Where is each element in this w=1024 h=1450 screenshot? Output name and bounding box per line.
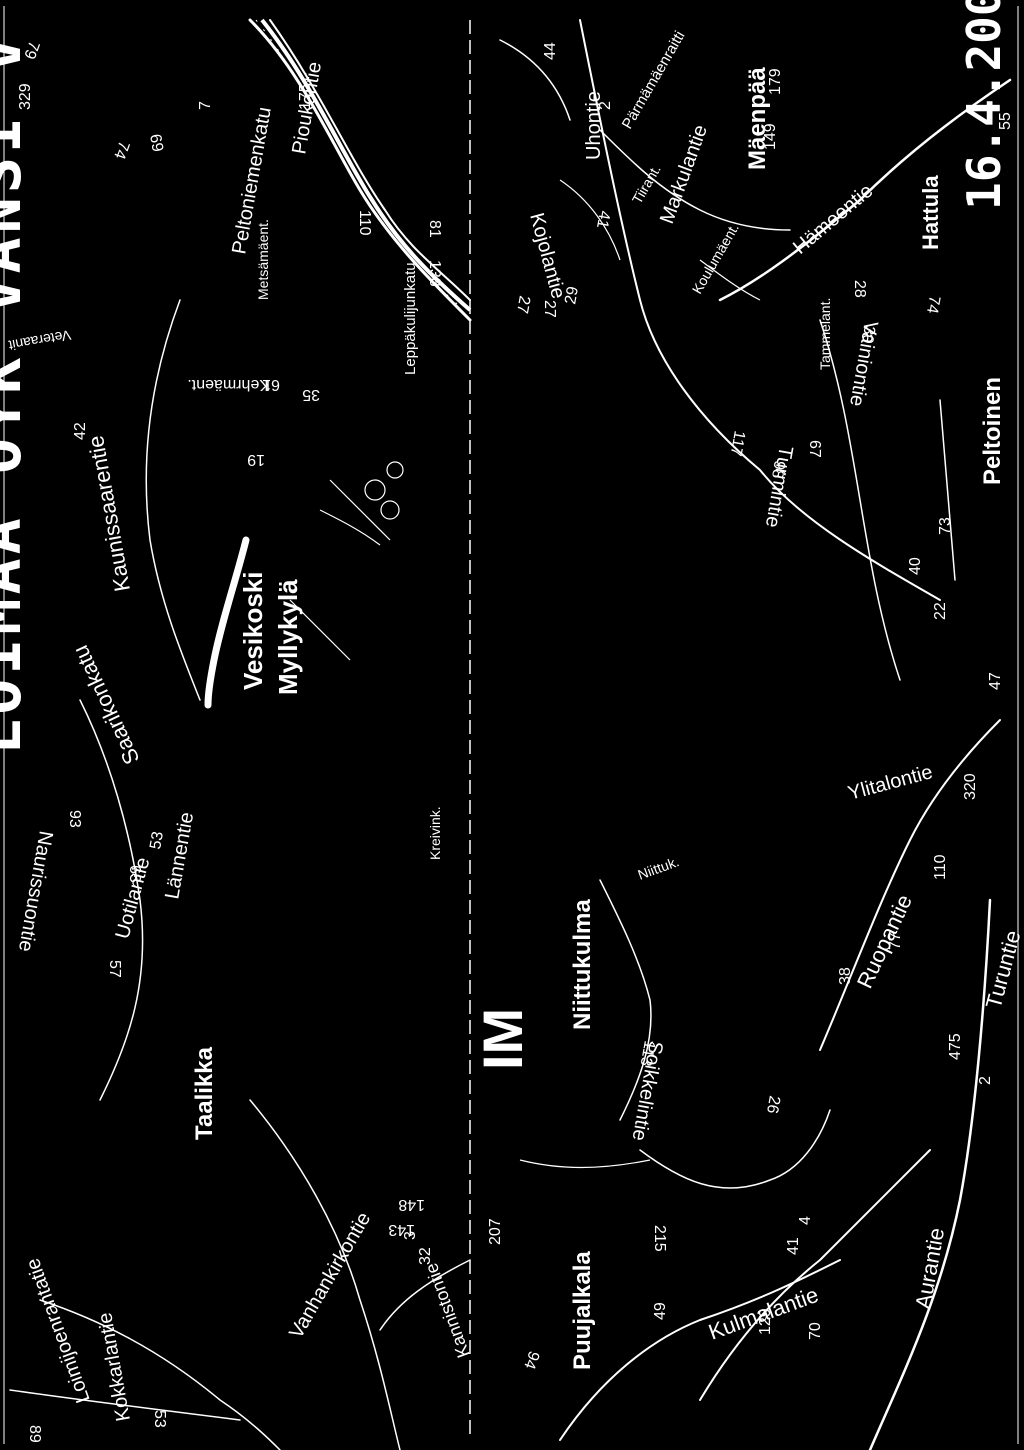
number-label: 42 xyxy=(72,422,89,440)
number-label: 35 xyxy=(302,386,320,403)
road-kreivinkatu: Kreivink. xyxy=(427,806,443,860)
number-label: 149 xyxy=(762,123,779,150)
number-label: 2 xyxy=(597,101,614,110)
number-label: 57 xyxy=(106,960,123,978)
number-label: 207 xyxy=(487,1218,504,1245)
number-label: 32 xyxy=(417,1247,434,1265)
number-label: 77 xyxy=(887,932,904,950)
area-vesikoski: Vesikoski xyxy=(238,571,268,690)
number-label: 67 xyxy=(806,440,823,458)
number-label: 329 xyxy=(17,83,34,110)
area-labels: Vesikoski Myllykylä Taalikka Niittukulma… xyxy=(191,67,1006,1370)
road-uhontie: Uhontie xyxy=(583,91,605,160)
number-label: 4 xyxy=(797,1216,814,1225)
handwritten-title: LOIMAA OYK VÄNSI V'3 xyxy=(0,0,35,755)
number-label: 175 xyxy=(297,83,314,110)
number-label: 148 xyxy=(398,1196,425,1213)
number-label: 27 xyxy=(513,294,533,315)
number-label: 29 xyxy=(562,285,582,306)
handwritten-date: 16.4.2006 xyxy=(957,0,1011,210)
map-frame xyxy=(3,6,1019,1444)
number-label: 61 xyxy=(262,376,280,393)
number-label: 69 xyxy=(146,133,166,154)
local-streets xyxy=(289,179,761,1169)
number-label: 55 xyxy=(997,112,1014,130)
area-puujalkala: Puujalkala xyxy=(569,1251,596,1370)
number-label: 138 xyxy=(426,260,443,287)
number-label: 38 xyxy=(837,967,854,985)
number-label: 2 xyxy=(977,1076,994,1085)
number-label: 98 xyxy=(768,459,788,480)
area-hattula: Hattula xyxy=(918,175,943,250)
number-label: 93 xyxy=(66,810,83,828)
road-leppakulijunkatu: Leppäkulijunkatu xyxy=(402,262,419,375)
number-label: 70 xyxy=(807,1322,824,1340)
number-label: 53 xyxy=(151,1410,168,1428)
railway-line xyxy=(260,18,472,312)
number-label: 74 xyxy=(923,294,943,315)
number-label: 41 xyxy=(785,1237,802,1255)
number-label: 113 xyxy=(637,1039,658,1067)
number-label: 179 xyxy=(767,68,784,95)
road-metsamaentie: Metsämäent. xyxy=(255,219,271,300)
area-niittukulma: Niittukulma xyxy=(569,899,596,1030)
number-label: 110 xyxy=(932,854,949,880)
number-label: 3 xyxy=(402,1231,419,1240)
number-label: 215 xyxy=(651,1225,668,1252)
number-label: 320 xyxy=(962,773,979,800)
number-label: 73 xyxy=(937,517,954,535)
number-label: 7 xyxy=(197,101,214,110)
number-label: 129 xyxy=(757,1308,774,1335)
number-label: 27 xyxy=(541,300,558,318)
number-label: 475 xyxy=(947,1033,964,1060)
number-label: 49 xyxy=(652,1302,669,1320)
number-label: 143 xyxy=(388,1221,415,1238)
number-label: 110 xyxy=(356,210,373,236)
number-label: 89 xyxy=(26,1425,43,1443)
number-label: 19 xyxy=(247,451,265,468)
road-tammelant: Tammelant. xyxy=(817,298,833,370)
number-label: 79 xyxy=(20,39,42,62)
number-label: 63 xyxy=(126,865,143,883)
vesikoski-marker-stroke xyxy=(204,536,250,709)
number-label: 26 xyxy=(763,1094,783,1115)
number-label: 28 xyxy=(851,280,868,298)
number-label: 30 xyxy=(858,324,878,345)
number-label: 117 xyxy=(727,429,748,457)
road-kehrmaentie: Kehrmäent. xyxy=(187,376,270,393)
road-network xyxy=(9,18,1012,1450)
number-label: 44 xyxy=(542,42,559,60)
number-label: 40 xyxy=(907,557,924,575)
area-myllykyla: Myllykylä xyxy=(273,579,303,695)
number-label: 41 xyxy=(593,209,613,230)
number-label: 81 xyxy=(426,220,443,238)
area-peltoinen: Peltoinen xyxy=(979,377,1006,485)
number-label: 22 xyxy=(932,602,949,620)
area-maenpaa: Mäenpää xyxy=(744,67,771,170)
area-taalikka: Taalikka xyxy=(191,1046,218,1140)
center-letters: IM xyxy=(471,1008,534,1070)
number-label: 53 xyxy=(147,830,167,851)
number-label: 47 xyxy=(987,672,1004,690)
number-label: 94 xyxy=(520,1349,542,1372)
number-label: 74 xyxy=(110,139,132,162)
